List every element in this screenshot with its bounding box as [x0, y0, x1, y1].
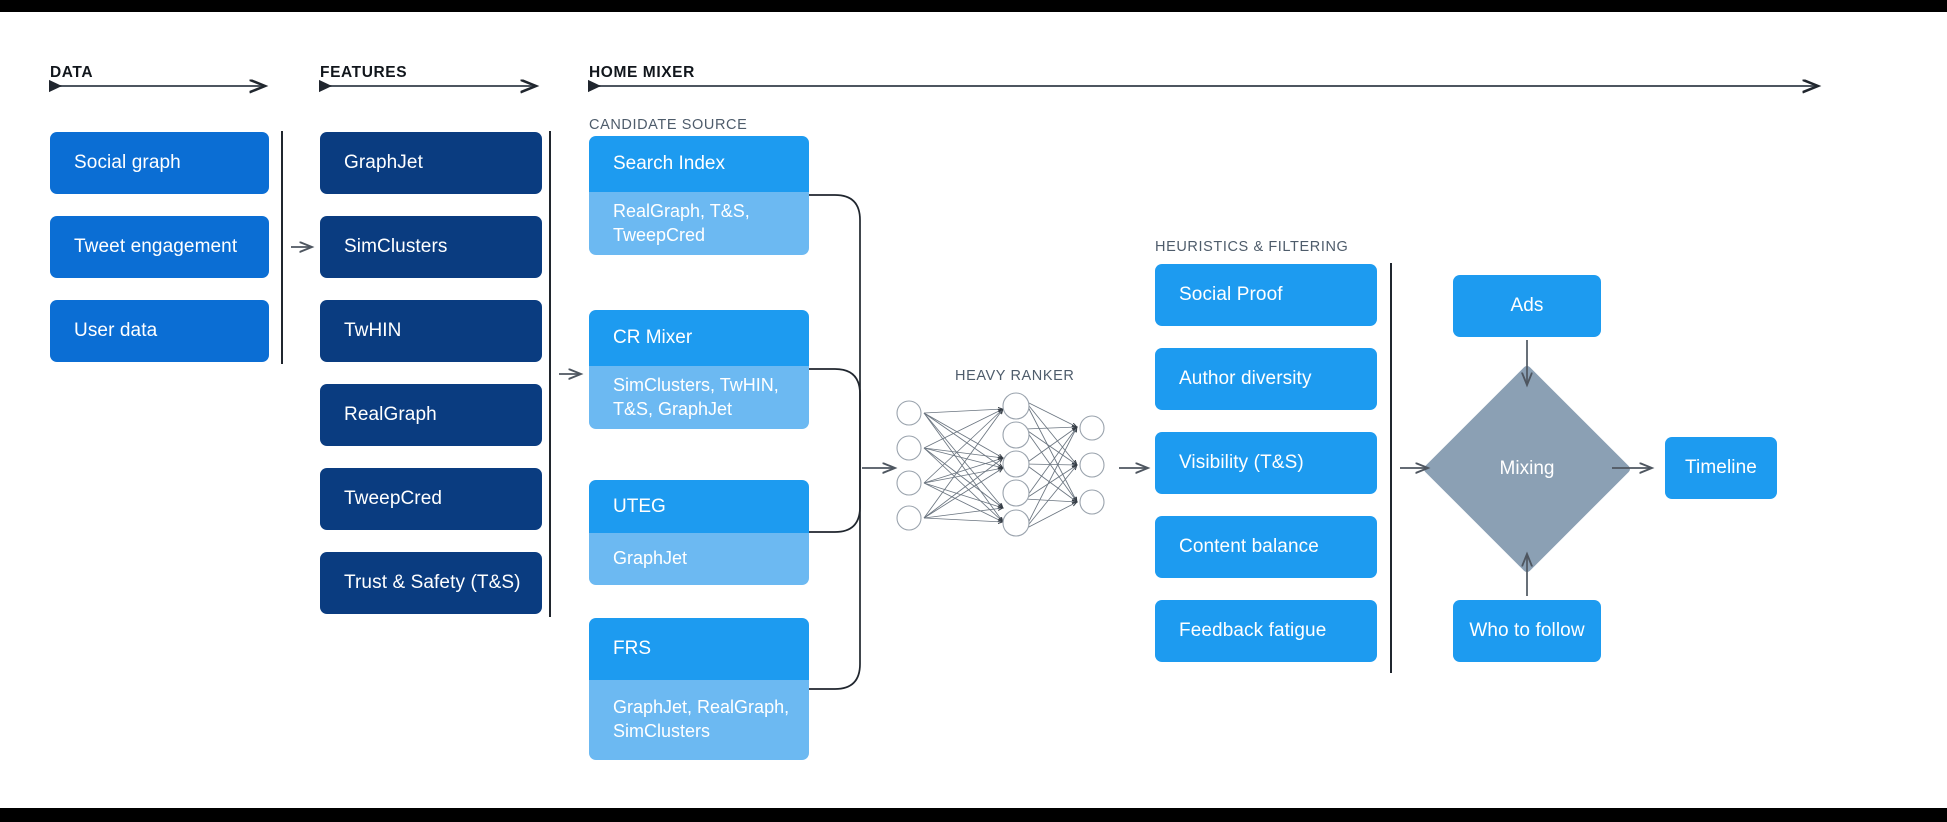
heuristic-card-label: Feedback fatigue	[1179, 619, 1327, 641]
output-card-label: Who to follow	[1469, 619, 1585, 641]
candidate-source-card-uteg[interactable]: UTEG GraphJet	[589, 480, 809, 585]
feature-card-label: GraphJet	[344, 151, 423, 173]
feature-card-label: TweepCred	[344, 487, 443, 509]
data-card-label: Social graph	[74, 151, 181, 173]
heuristic-card-label: Author diversity	[1179, 367, 1312, 389]
data-card-tweet-engagement[interactable]: Tweet engagement	[50, 216, 269, 278]
candidate-source-name: Search Index	[589, 136, 809, 192]
heuristic-card-feedback-fatigue[interactable]: Feedback fatigue	[1155, 600, 1377, 662]
candidate-source-card-search-index[interactable]: Search Index RealGraph, T&S, TweepCred	[589, 136, 809, 255]
candidate-source-name: CR Mixer	[589, 310, 809, 366]
subsection-header-heuristics: HEURISTICS & FILTERING	[1155, 239, 1349, 255]
data-card-social-graph[interactable]: Social graph	[50, 132, 269, 194]
feature-card-graphjet[interactable]: GraphJet	[320, 132, 542, 194]
feature-card-realgraph[interactable]: RealGraph	[320, 384, 542, 446]
candidate-source-card-cr-mixer[interactable]: CR Mixer SimClusters, TwHIN, T&S, GraphJ…	[589, 310, 809, 429]
nn-input-nodes	[896, 400, 922, 531]
subsection-header-candidate-source: CANDIDATE SOURCE	[589, 117, 748, 133]
output-card-timeline[interactable]: Timeline	[1665, 437, 1777, 499]
output-card-who-to-follow[interactable]: Who to follow	[1453, 600, 1601, 662]
data-card-label: Tweet engagement	[74, 235, 238, 257]
heuristic-card-visibility[interactable]: Visibility (T&S)	[1155, 432, 1377, 494]
feature-card-label: Trust & Safety (T&S)	[344, 571, 521, 593]
candidate-source-features: GraphJet, RealGraph, SimClusters	[589, 680, 809, 760]
output-card-label: Ads	[1510, 294, 1544, 316]
heuristic-card-label: Content balance	[1179, 535, 1319, 557]
subsection-header-heavy-ranker: HEAVY RANKER	[955, 368, 1075, 384]
divider-heuristics-output	[1390, 263, 1392, 673]
feature-card-twhin[interactable]: TwHIN	[320, 300, 542, 362]
candidate-source-features: SimClusters, TwHIN, T&S, GraphJet	[589, 366, 809, 429]
mixing-diamond-label: Mixing	[1499, 458, 1555, 479]
heuristic-card-author-diversity[interactable]: Author diversity	[1155, 348, 1377, 410]
feature-card-label: SimClusters	[344, 235, 448, 257]
data-card-label: User data	[74, 319, 158, 341]
candidate-source-features: GraphJet	[589, 533, 809, 585]
nn-hidden-nodes	[1002, 392, 1030, 537]
candidate-source-card-frs[interactable]: FRS GraphJet, RealGraph, SimClusters	[589, 618, 809, 760]
output-card-ads[interactable]: Ads	[1453, 275, 1601, 337]
feature-card-trust-safety[interactable]: Trust & Safety (T&S)	[320, 552, 542, 614]
heavy-ranker-network	[896, 392, 1105, 537]
section-header-data: DATA	[50, 64, 94, 81]
mixing-diamond[interactable]: Mixing	[1422, 364, 1632, 574]
data-card-user-data[interactable]: User data	[50, 300, 269, 362]
feature-card-label: TwHIN	[344, 319, 402, 341]
connector-overlay	[0, 12, 1947, 690]
heuristic-card-label: Social Proof	[1179, 283, 1283, 305]
feature-card-simclusters[interactable]: SimClusters	[320, 216, 542, 278]
diagram-stage: DATA FEATURES HOME MIXER CANDIDATE SOURC…	[0, 12, 1947, 808]
diagram-canvas: DATA FEATURES HOME MIXER CANDIDATE SOURC…	[0, 12, 1947, 808]
divider-data-features	[281, 131, 283, 364]
heuristic-card-social-proof[interactable]: Social Proof	[1155, 264, 1377, 326]
feature-card-label: RealGraph	[344, 403, 437, 425]
output-card-label: Timeline	[1685, 456, 1757, 478]
section-header-home-mixer: HOME MIXER	[589, 64, 695, 81]
nn-output-nodes	[1079, 415, 1105, 515]
candidate-source-name: UTEG	[589, 480, 809, 533]
feature-card-tweepcred[interactable]: TweepCred	[320, 468, 542, 530]
heuristic-card-content-balance[interactable]: Content balance	[1155, 516, 1377, 578]
candidate-source-convergence	[809, 194, 861, 690]
candidate-source-features: RealGraph, T&S, TweepCred	[589, 192, 809, 255]
section-header-features: FEATURES	[320, 64, 408, 81]
heuristic-card-label: Visibility (T&S)	[1179, 451, 1304, 473]
divider-features-candidates	[549, 131, 551, 617]
candidate-source-name: FRS	[589, 618, 809, 680]
